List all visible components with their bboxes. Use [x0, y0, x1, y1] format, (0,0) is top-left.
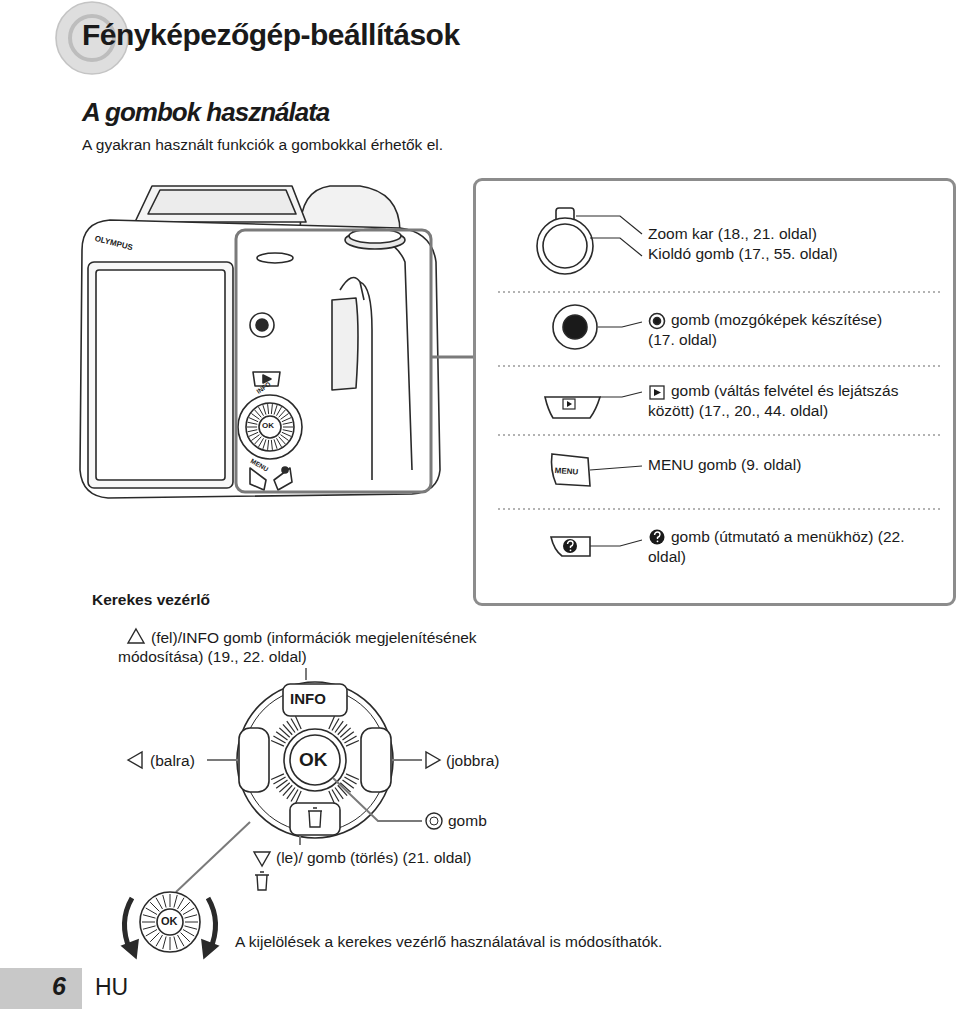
ridge [146, 930, 157, 937]
ridge [178, 898, 185, 909]
ridge [150, 933, 159, 942]
ridge [181, 902, 190, 911]
button-marking: OK [262, 421, 274, 431]
ridge [282, 432, 291, 436]
dial-ridges [271, 716, 359, 804]
ridge [150, 902, 159, 911]
ridge [263, 439, 266, 449]
leader-line [431, 356, 474, 359]
dial-ridges [247, 404, 293, 450]
ridge [271, 774, 284, 780]
callout-panel: Zoom kar (18., 21. oldal)Kioldó gomb (17… [473, 178, 956, 606]
ridge [183, 930, 194, 937]
ridge [268, 440, 269, 450]
ridge [174, 936, 177, 949]
ridge [279, 728, 289, 737]
ridge [274, 439, 277, 449]
button-marking: MENU [554, 466, 578, 478]
rotary-dial-icon [122, 892, 218, 958]
button-description: (balra) [150, 751, 195, 770]
ridge [268, 404, 269, 414]
ridge [329, 791, 335, 804]
section-heading: A gombok használata [82, 96, 329, 129]
button-description: gomb (mozgóképek készítése) (17. oldal) [648, 310, 908, 350]
ridge [184, 915, 197, 918]
ridge [283, 422, 293, 424]
button-description: (le)/ gomb (törlés) (21. oldal) [276, 848, 491, 867]
ridge [249, 418, 258, 422]
ridge [185, 922, 198, 923]
ridge [271, 404, 272, 414]
ridge [282, 418, 291, 422]
page-number: 6 [52, 971, 66, 1002]
button-description: Zoom kar (18., 21. oldal) [648, 224, 938, 244]
dotted-separators [498, 292, 940, 509]
ridge [251, 435, 259, 441]
button-description: (fel)/INFO gomb (információk megjeleníté… [118, 628, 548, 667]
ridge [170, 937, 171, 950]
ridge [163, 936, 166, 949]
ridge [338, 724, 347, 734]
ridge [283, 785, 292, 795]
ridge [183, 908, 194, 915]
ridge [340, 783, 350, 792]
ridge [295, 716, 301, 729]
note-text: A kijelölések a kerekes vezérlő használa… [235, 932, 662, 951]
ridge [248, 430, 258, 432]
ridge [249, 432, 258, 436]
button-description: gomb (útmutató a menükhöz) (22. oldal) [648, 527, 908, 567]
ridge [146, 908, 157, 915]
ridge [283, 430, 293, 432]
button-description: MENU gomb (9. oldal) [648, 455, 938, 475]
ridge [163, 895, 166, 908]
ridge [263, 405, 266, 415]
button-description: Kioldó gomb (17., 55. oldal) [648, 244, 938, 264]
ridge [143, 926, 156, 929]
ridge [178, 935, 185, 946]
language-code: HU [95, 973, 128, 1002]
page-title: Fényképezőgép-beállítások [82, 16, 460, 54]
ridge [143, 915, 156, 918]
dial-ridges [142, 894, 198, 950]
group-heading: Kerekes vezérlő [92, 590, 210, 609]
ridge [184, 926, 197, 929]
camera-drawing [80, 186, 440, 498]
ridge [259, 407, 264, 416]
ridge [283, 427, 293, 428]
button-description: gomb (váltás felvétel és lejátszás közöt… [648, 381, 938, 421]
ridge [170, 894, 171, 907]
ridge [277, 438, 282, 447]
ridge [274, 405, 277, 415]
button-description: gomb [448, 811, 487, 830]
ridge [248, 422, 258, 424]
button-marking: OK [161, 915, 178, 929]
highlight-frame [236, 230, 431, 492]
button-description: (jobbra) [446, 751, 499, 770]
ridge [156, 935, 163, 946]
ridge [346, 740, 359, 746]
intro-text: A gyakran használt funkciók a gombokkal … [82, 135, 443, 154]
ridge [247, 427, 257, 428]
ridge [271, 440, 272, 450]
ridge [142, 922, 155, 923]
ridge [174, 895, 177, 908]
page-number-band [0, 968, 82, 1009]
button-marking: INFO [290, 690, 326, 709]
ridge [281, 413, 289, 419]
button-marking: OK [299, 748, 328, 772]
ridge [181, 933, 190, 942]
panel-icons [537, 208, 665, 556]
ridge [156, 898, 163, 909]
